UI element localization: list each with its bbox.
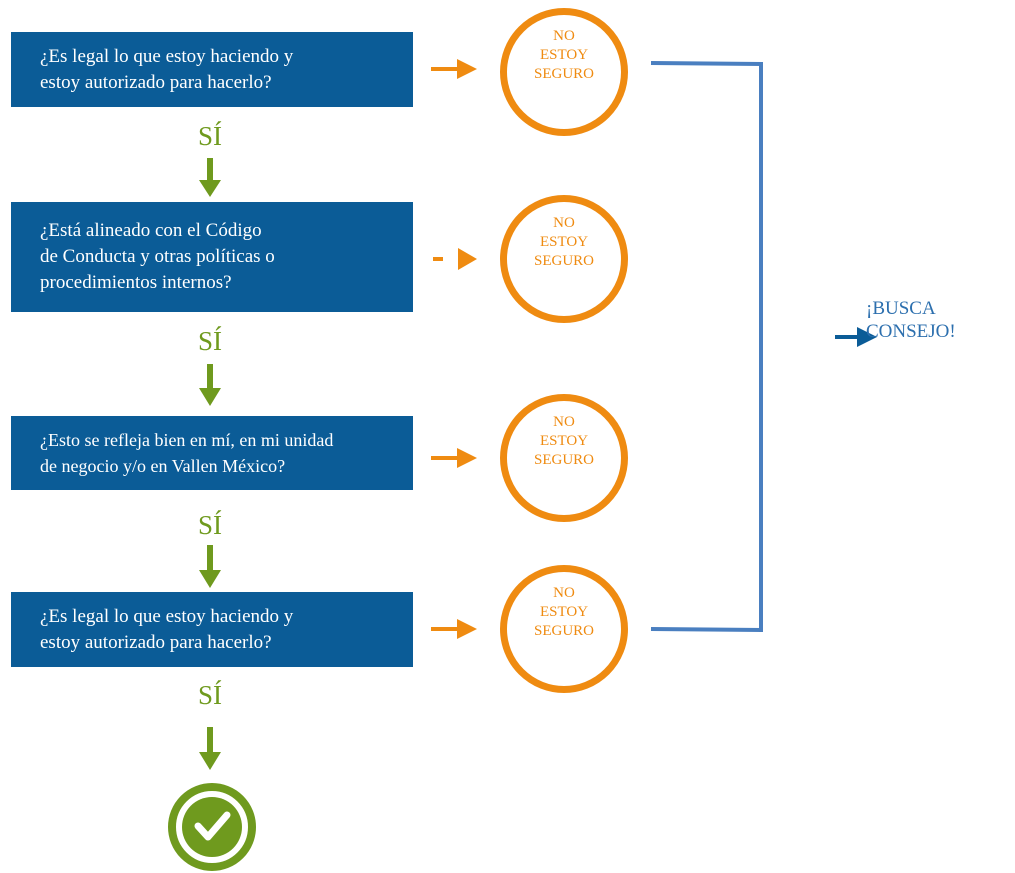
arrow-right-icon bbox=[433, 248, 477, 270]
yes-label-4: SÍ bbox=[197, 680, 222, 710]
question-1-line-1: ¿Es legal lo que estoy haciendo y bbox=[40, 45, 294, 67]
not-sure-text-line-2: ESTOY bbox=[539, 433, 589, 449]
question-box-reflects-well: ¿Esto se refleja bien en mí, en mi unida… bbox=[11, 416, 413, 490]
checkmark-circle-icon bbox=[168, 783, 256, 871]
yes-label-1: SÍ bbox=[197, 121, 222, 151]
not-sure-text-line-3: SEGURO bbox=[533, 253, 594, 269]
advice-bracket bbox=[650, 61, 763, 632]
arrow-down-icon bbox=[199, 727, 221, 770]
question-2-line-2: de Conducta y otras políticas o bbox=[40, 246, 275, 267]
question-4-line-2: estoy autorizado para hacerlo? bbox=[40, 631, 272, 653]
not-sure-text-line-3: SEGURO bbox=[533, 452, 594, 468]
not-sure-circle-1: NO ESTOY SEGURO bbox=[500, 8, 628, 136]
seek-advice-label: ¡BUSCA CONSEJO! bbox=[866, 297, 956, 343]
arrow-right-icon bbox=[835, 327, 877, 347]
not-sure-circle-2: NO ESTOY SEGURO bbox=[500, 195, 628, 323]
yes-label-3: SÍ bbox=[197, 510, 222, 540]
question-box-code-of-conduct: ¿Está alineado con el Código de Conducta… bbox=[11, 202, 413, 312]
yes-label-2: SÍ bbox=[197, 326, 222, 356]
arrow-right-icon bbox=[431, 448, 477, 468]
not-sure-text-line-1: NO bbox=[553, 414, 575, 430]
not-sure-text-line-1: NO bbox=[553, 585, 575, 601]
not-sure-text-line-3: SEGURO bbox=[533, 623, 594, 639]
not-sure-text-line-3: SEGURO bbox=[533, 66, 594, 82]
question-4-line-1: ¿Es legal lo que estoy haciendo y bbox=[40, 605, 294, 627]
not-sure-text-line-1: NO bbox=[553, 215, 575, 231]
arrow-right-icon bbox=[431, 619, 477, 639]
question-box-legal-repeat: ¿Es legal lo que estoy haciendo y estoy … bbox=[11, 592, 413, 667]
question-2-line-3: procedimientos internos? bbox=[40, 272, 232, 293]
not-sure-circle-4: NO ESTOY SEGURO bbox=[500, 565, 628, 693]
question-1-line-2: estoy autorizado para hacerlo? bbox=[40, 71, 272, 93]
question-3-line-2: de negocio y/o en Vallen México? bbox=[40, 456, 286, 476]
arrow-down-icon bbox=[199, 158, 221, 197]
arrow-down-icon bbox=[199, 364, 221, 406]
not-sure-text-line-1: NO bbox=[553, 28, 575, 44]
not-sure-circle-3: NO ESTOY SEGURO bbox=[500, 394, 628, 522]
seek-advice-line-2: CONSEJO! bbox=[866, 321, 956, 342]
not-sure-text-line-2: ESTOY bbox=[539, 47, 589, 63]
question-box-legal: ¿Es legal lo que estoy haciendo y estoy … bbox=[11, 32, 413, 107]
question-2-line-1: ¿Está alineado con el Código bbox=[40, 220, 262, 241]
arrow-down-icon bbox=[199, 545, 221, 588]
seek-advice-line-1: ¡BUSCA bbox=[866, 298, 936, 319]
not-sure-text-line-2: ESTOY bbox=[539, 604, 589, 620]
not-sure-text-line-2: ESTOY bbox=[539, 234, 589, 250]
arrow-right-icon bbox=[431, 59, 477, 79]
question-3-line-1: ¿Esto se refleja bien en mí, en mi unida… bbox=[40, 430, 334, 450]
